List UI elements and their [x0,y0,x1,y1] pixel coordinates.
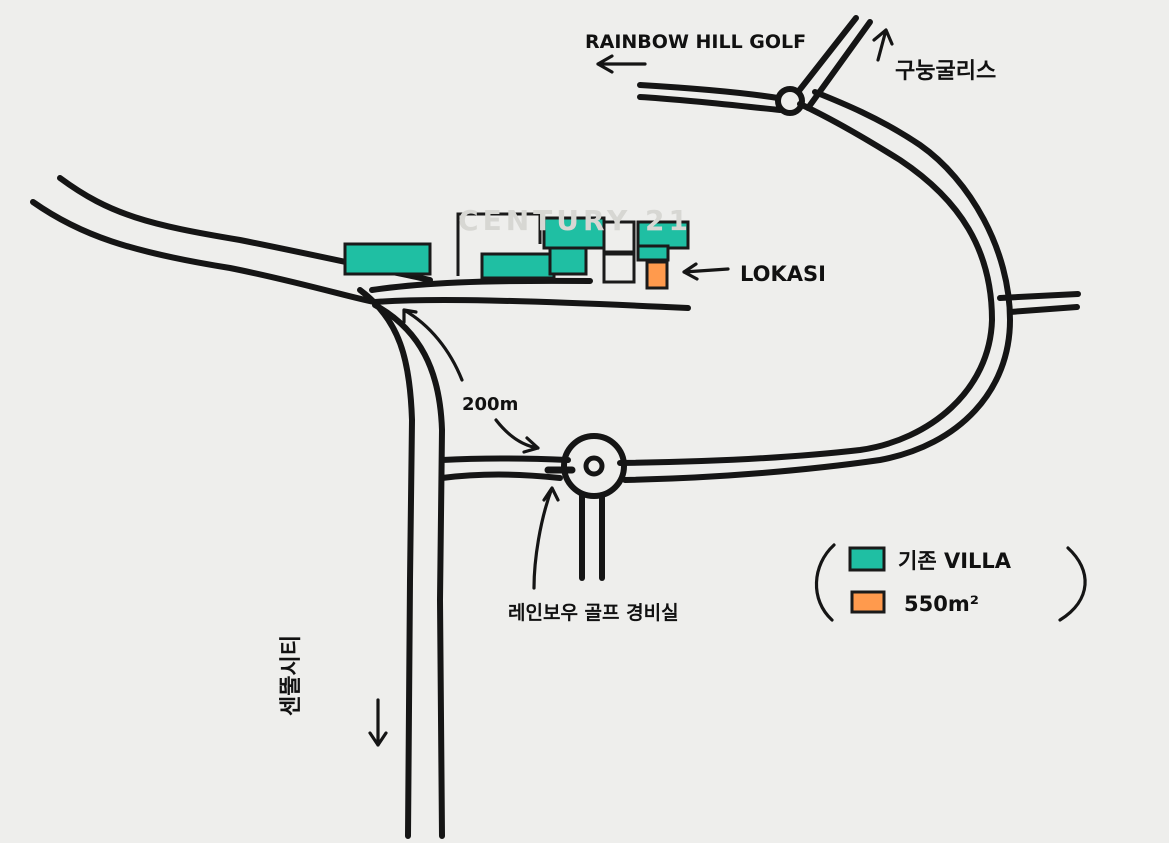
label-lokasi: LOKASI [740,262,826,286]
roundabout-south [561,433,627,499]
arrow-to-security-post [532,486,560,590]
road-east-spur-top [997,291,1081,301]
legend: 기존 VILLA 550m² [814,543,1087,622]
arrow-distance-start [402,308,464,382]
label-gunung-gulis: 구눙굴리스 [895,59,996,84]
empty-plot-1 [602,220,636,254]
road-side-branch-bottom [372,297,691,311]
road-main-left-edge [357,287,415,839]
legend-bracket-right [1058,546,1087,622]
plot-outline-open [456,212,542,276]
arrow-to-gunung-gulis [872,28,894,62]
label-security-post: 레인보우 골프 경비실 [508,602,679,624]
legend-swatch-plot [850,590,886,614]
road-west-to-roundabout-top [439,455,571,463]
arrow-to-lokasi [682,262,730,281]
road-west-lower-edge [30,199,378,305]
road-loop-outer-edge [617,101,995,466]
road-ne-right-edge [805,19,873,111]
watermark: CENTURY 21 [458,204,692,237]
arrow-to-golf [596,54,647,74]
arrow-distance-end [494,418,540,454]
road-main-right-edge [372,302,445,839]
annotation-arrows [368,28,894,747]
existing-villa-center-bottom [480,252,556,280]
road-ne-left-edge [795,15,859,95]
map-labels: RAINBOW HILL GOLF 구눙굴리스 LOKASI 200m 레인보우… [279,31,996,716]
road-loop-inner-edge [622,89,1013,483]
label-distance: 200m [462,394,518,415]
road-north-top-edge [637,82,781,101]
villa-cluster [343,212,690,290]
label-sentul-city: 센뚤시티 [279,635,304,716]
existing-villa-east-lower [636,244,670,262]
plot-location [645,260,669,290]
existing-villa-west [343,242,432,276]
road-side-branch-top [369,277,593,293]
legend-plot-area-label: 550m² [904,592,979,616]
road-network [30,15,1081,839]
road-west-to-roundabout-bottom [439,471,563,481]
empty-plot-2 [602,252,636,284]
arrow-to-sentul-city [368,698,388,747]
roundabout-north [775,86,805,116]
legend-existing-villa-label: 기존 VILLA [898,549,1012,573]
existing-villa-east [636,220,690,250]
legend-bracket-left [814,543,836,622]
existing-villa-center-mid [548,246,588,276]
legend-swatch-existing-villa [848,546,886,572]
road-north-bottom-edge [637,94,783,113]
roundabout-south-center [583,455,605,477]
road-east-spur-bottom [1007,304,1080,315]
label-rainbow-hill-golf: RAINBOW HILL GOLF [585,31,806,53]
